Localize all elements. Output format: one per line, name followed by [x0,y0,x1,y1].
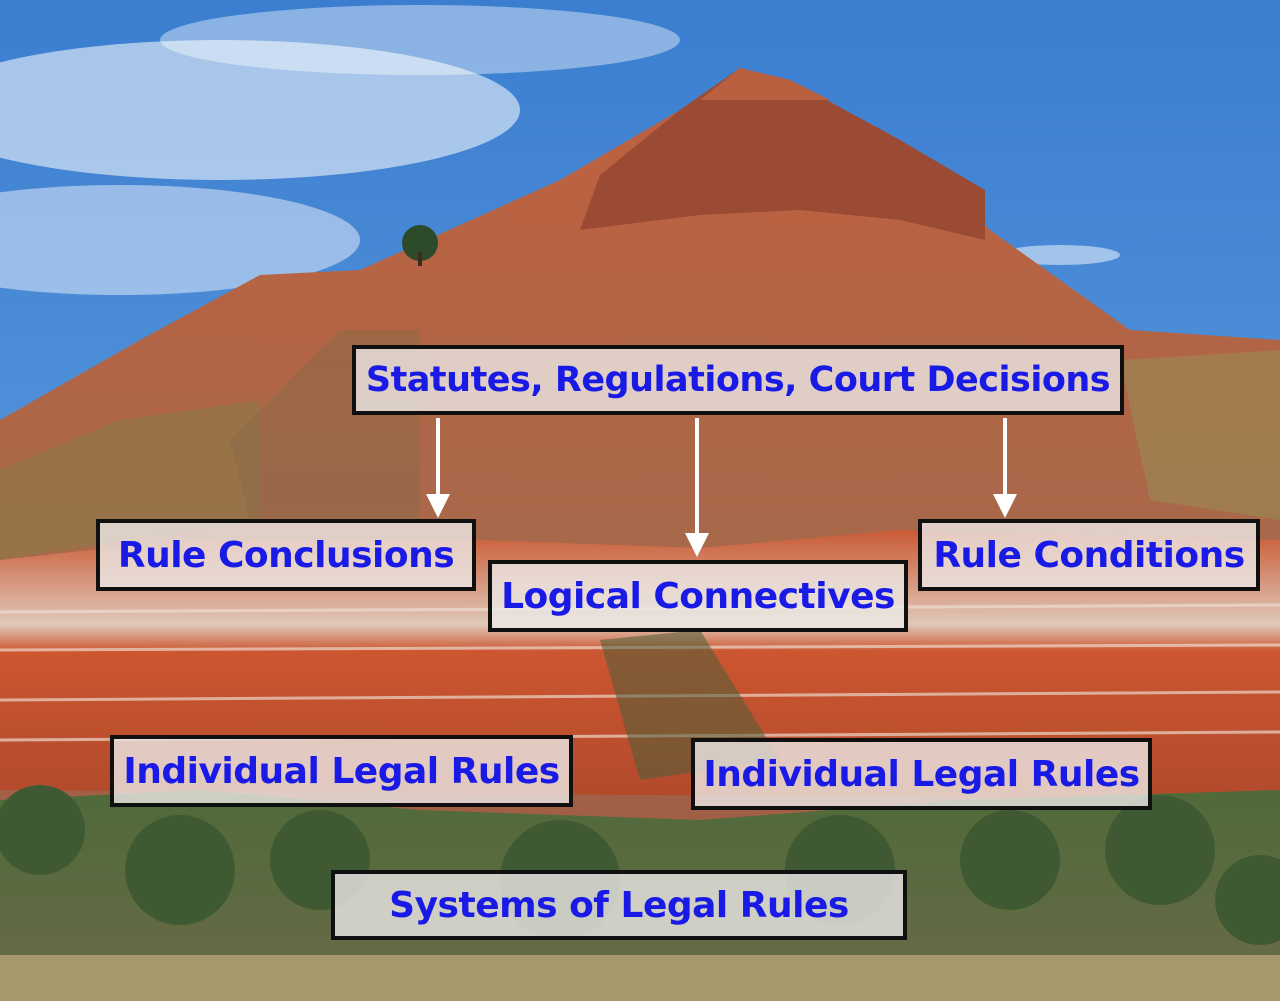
statutes-label: Statutes, Regulations, Court Decisions [352,345,1124,415]
statutes-label-text: Statutes, Regulations, Court Decisions [365,360,1111,400]
logical-connectives-label-text: Logical Connectives [501,575,895,617]
rule-conditions-label-text: Rule Conditions [933,534,1245,576]
rule-conditions-label: Rule Conditions [918,519,1260,591]
systems-of-legal-rules-text: Systems of Legal Rules [389,884,849,926]
systems-of-legal-rules-label: Systems of Legal Rules [331,870,907,940]
individual-legal-rules-left-label: Individual Legal Rules [110,735,573,807]
individual-legal-rules-right-text: Individual Legal Rules [703,753,1140,795]
individual-legal-rules-left-text: Individual Legal Rules [123,750,560,792]
rule-conclusions-label: Rule Conclusions [96,519,476,591]
individual-legal-rules-right-label: Individual Legal Rules [691,738,1152,810]
logical-connectives-label: Logical Connectives [488,560,908,632]
rule-conclusions-label-text: Rule Conclusions [117,534,455,576]
